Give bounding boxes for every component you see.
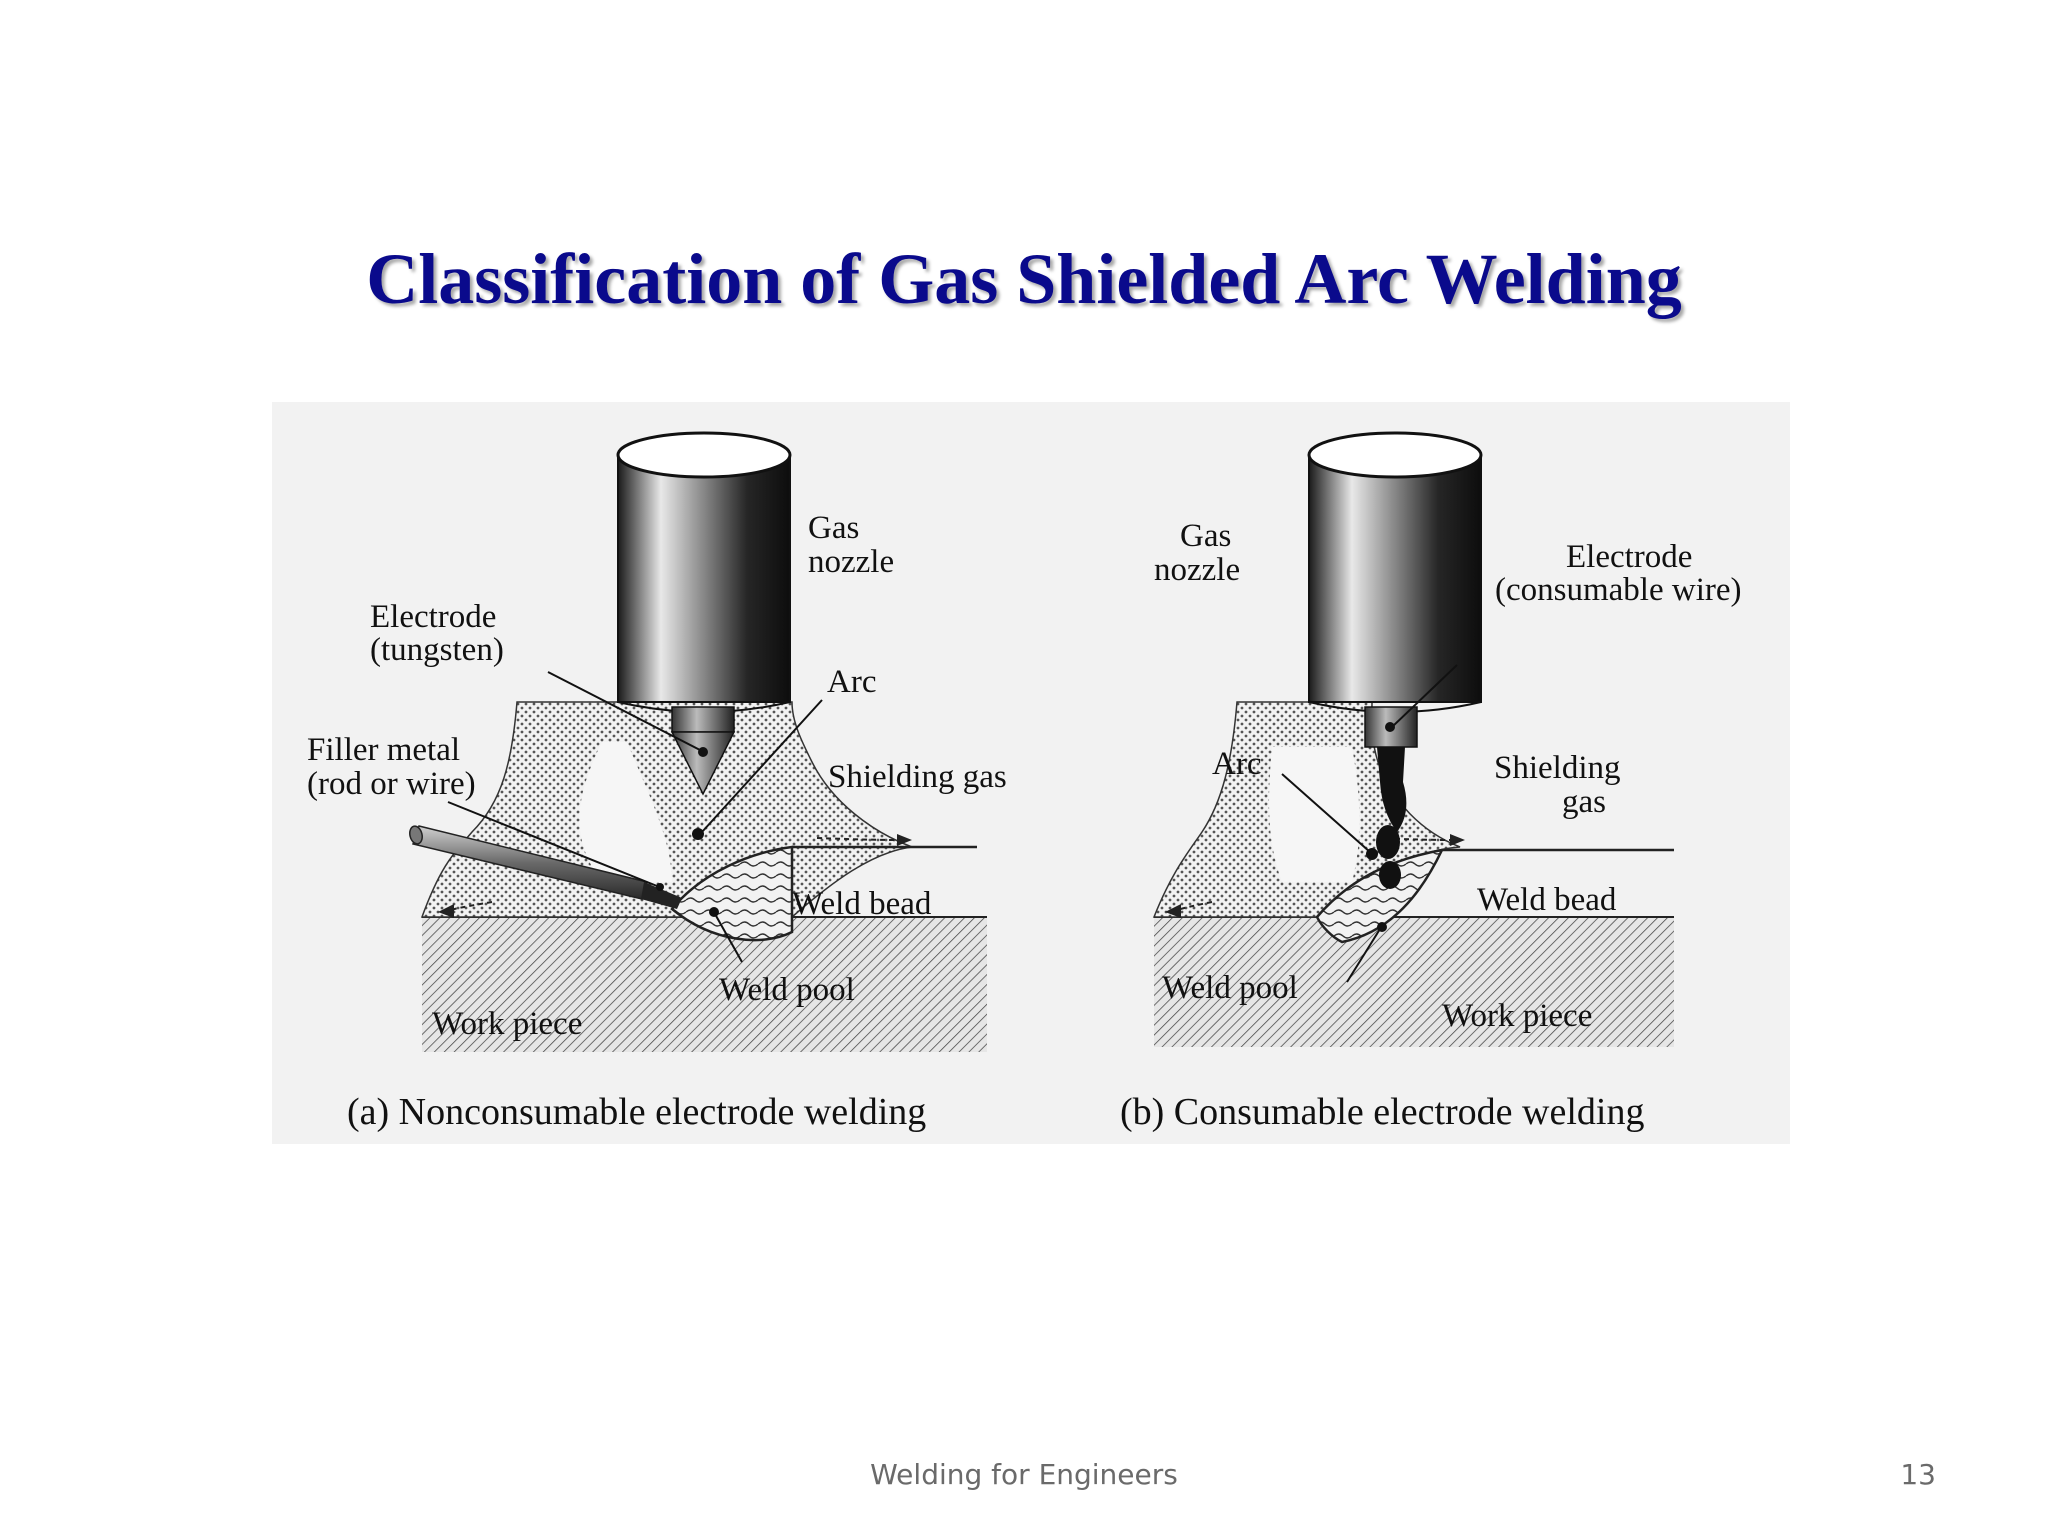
- label-work-piece-b: Work piece: [1442, 998, 1592, 1034]
- panel-b: Gas nozzle Electrode (consumable wire) A…: [1120, 431, 1742, 1133]
- welding-figure: Gas nozzle Electrode (tungsten) Arc Fill…: [272, 402, 1790, 1144]
- label-weld-bead-a: Weld bead: [792, 886, 932, 922]
- label-filler-a1: Filler metal: [307, 732, 460, 768]
- welding-diagram: Gas nozzle Electrode (tungsten) Arc Fill…: [307, 431, 1742, 1133]
- filler-rod-a: [409, 825, 682, 909]
- work-piece-a: [422, 917, 987, 1052]
- gas-nozzle-a: [616, 431, 792, 713]
- label-arc-b: Arc: [1212, 746, 1261, 782]
- label-electrode-a1: Electrode: [370, 599, 496, 635]
- label-gas-nozzle-b1: Gas: [1180, 518, 1231, 554]
- label-shielding-gas-a: Shielding gas: [828, 759, 1007, 795]
- label-electrode-b2: (consumable wire): [1495, 572, 1742, 608]
- panel-a: Gas nozzle Electrode (tungsten) Arc Fill…: [307, 431, 1007, 1133]
- gas-nozzle-b: [1307, 431, 1483, 713]
- label-gas-nozzle-a2: nozzle: [808, 544, 894, 580]
- work-piece-b: [1154, 917, 1674, 1047]
- consumable-wire: [1364, 706, 1418, 889]
- label-weld-pool-b: Weld pool: [1162, 970, 1298, 1006]
- shielding-gas-a: [420, 701, 913, 918]
- caption-a: (a) Nonconsumable electrode welding: [347, 1091, 926, 1133]
- caption-b: (b) Consumable electrode welding: [1120, 1091, 1644, 1133]
- tungsten-electrode: [670, 706, 736, 796]
- label-arc-a: Arc: [827, 664, 876, 700]
- page-number: 13: [1900, 1458, 1936, 1491]
- weld-bead-a: [670, 845, 794, 942]
- label-weld-bead-b: Weld bead: [1477, 882, 1617, 918]
- label-filler-a2: (rod or wire): [307, 766, 476, 802]
- label-shielding-gas-b1: Shielding: [1494, 750, 1621, 786]
- label-electrode-a2: (tungsten): [370, 632, 504, 668]
- slide-title: Classification of Gas Shielded Arc Weldi…: [366, 239, 1682, 319]
- label-weld-pool-a: Weld pool: [719, 972, 855, 1008]
- label-shielding-gas-b2: gas: [1562, 784, 1606, 820]
- label-gas-nozzle-a1: Gas: [808, 510, 859, 546]
- label-work-piece-a: Work piece: [432, 1006, 582, 1042]
- weld-bead-b: [1315, 848, 1445, 944]
- footer-text: Welding for Engineers: [870, 1458, 1178, 1491]
- label-electrode-b1: Electrode: [1566, 539, 1692, 575]
- label-gas-nozzle-b2: nozzle: [1154, 552, 1240, 588]
